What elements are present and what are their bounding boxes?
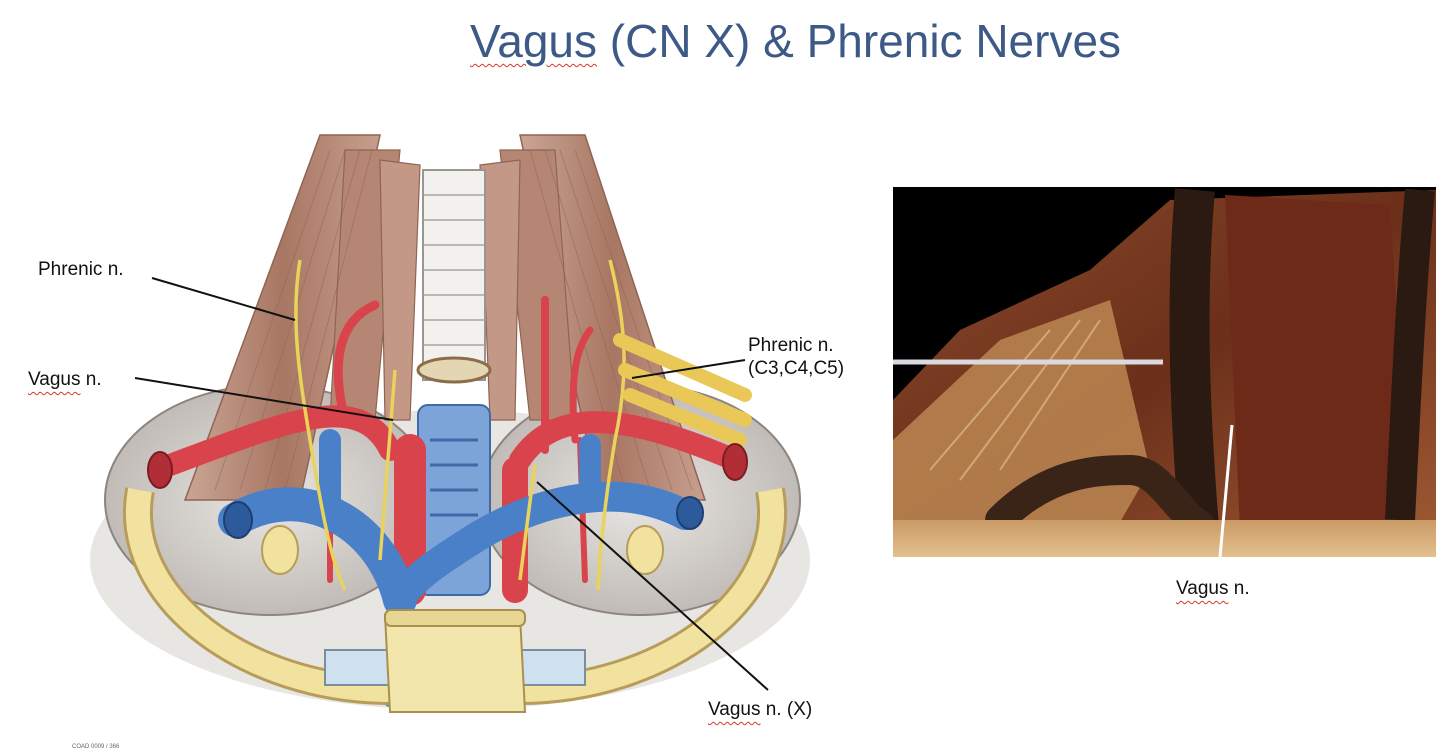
label-phrenic-right: Phrenic n. (C3,C4,C5)	[748, 334, 844, 380]
label-photo-vagus-rest: n.	[1228, 578, 1250, 599]
label-vagus-left-word: Vagus	[28, 369, 81, 390]
slide-title: Vagus (CN X) & Phrenic Nerves	[470, 14, 1170, 68]
photo-pointer-vertical	[1218, 424, 1234, 557]
label-vagus-left-rest: n.	[80, 369, 102, 390]
label-vagus-left: Vagus n.	[28, 368, 102, 391]
label-vagus-bottom-word: Vagus	[708, 699, 761, 720]
label-phrenic-right-line1: Phrenic n.	[748, 335, 834, 356]
leader-vagus-left	[134, 377, 394, 421]
leader-vagus-bottom	[536, 481, 769, 691]
leader-phrenic-right	[631, 359, 746, 379]
label-phrenic-left: Phrenic n.	[38, 259, 124, 280]
label-photo-vagus-word: Vagus	[1176, 578, 1229, 599]
title-vagus-word: Vagus	[470, 15, 598, 67]
copyright-text: COAD 0009 / 366	[72, 744, 120, 750]
label-vagus-bottom: Vagus n. (X)	[708, 698, 812, 721]
leader-phrenic-left	[151, 277, 296, 321]
label-vagus-bottom-rest: n. (X)	[760, 699, 813, 720]
label-photo-vagus: Vagus n.	[1176, 577, 1250, 600]
title-rest: (CN X) & Phrenic Nerves	[597, 15, 1122, 67]
label-phrenic-right-line2: (C3,C4,C5)	[748, 358, 845, 379]
